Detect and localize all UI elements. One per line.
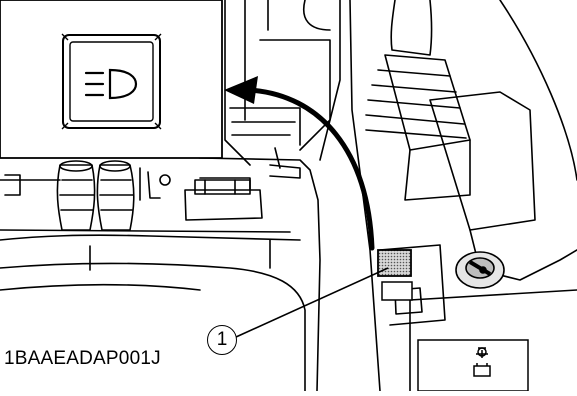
headlight-switch-icon <box>378 250 412 300</box>
callout-leader-line <box>236 268 388 337</box>
left-lever-boots <box>5 161 134 230</box>
callout-number-1: 1 <box>207 325 237 355</box>
joystick <box>366 0 470 200</box>
figure-code: 1BAAEADAP001J <box>4 348 161 370</box>
ignition-key-icon <box>456 252 504 288</box>
indicator-panel <box>418 340 528 391</box>
headlight-inset <box>0 0 222 158</box>
